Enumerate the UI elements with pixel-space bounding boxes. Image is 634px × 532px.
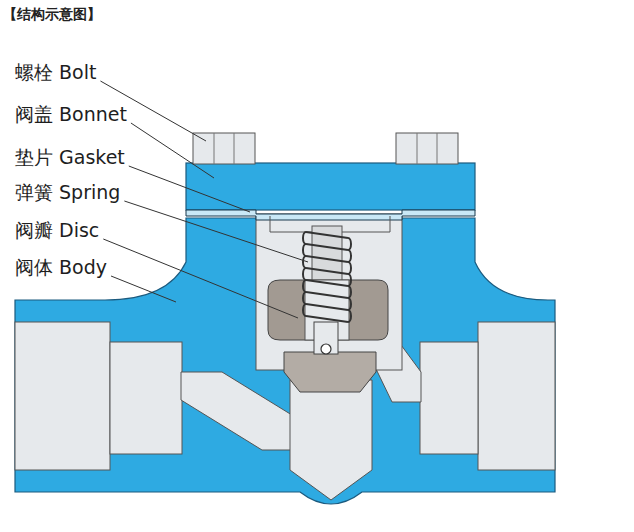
spring — [303, 232, 351, 322]
part-label: 弹簧 Spring — [15, 180, 120, 206]
right-port — [420, 342, 478, 454]
part-label: 螺栓 Bolt — [15, 60, 96, 86]
seat-bore — [290, 380, 372, 500]
leader-line — [111, 276, 176, 302]
part-label: 阀盖 Bonnet — [15, 102, 127, 128]
leader-line — [103, 239, 298, 318]
bolt-facet — [234, 133, 235, 164]
leader-line — [124, 201, 308, 262]
valve-chamber — [256, 214, 402, 370]
bolt-facet — [417, 133, 418, 164]
diagram-title: 【结构示意图】 — [3, 6, 101, 24]
disc-pin — [321, 344, 331, 354]
bolt-head — [396, 133, 458, 164]
disc-stem — [314, 322, 338, 354]
gasket — [186, 210, 475, 220]
part-label: 阀瓣 Disc — [15, 218, 99, 244]
part-label: 垫片 Gasket — [15, 145, 125, 171]
left-bore — [15, 322, 110, 470]
bonnet — [186, 163, 475, 210]
leader-line — [129, 166, 250, 212]
inlet-channel — [181, 372, 300, 450]
right-bore — [478, 322, 555, 470]
bolt-facet — [437, 133, 438, 164]
bolt-head — [193, 133, 255, 164]
bolt-facet — [214, 133, 215, 164]
part-label: 阀体 Body — [15, 255, 107, 281]
left-port — [110, 342, 182, 454]
disc-face — [284, 352, 376, 392]
leader-line — [131, 123, 214, 178]
